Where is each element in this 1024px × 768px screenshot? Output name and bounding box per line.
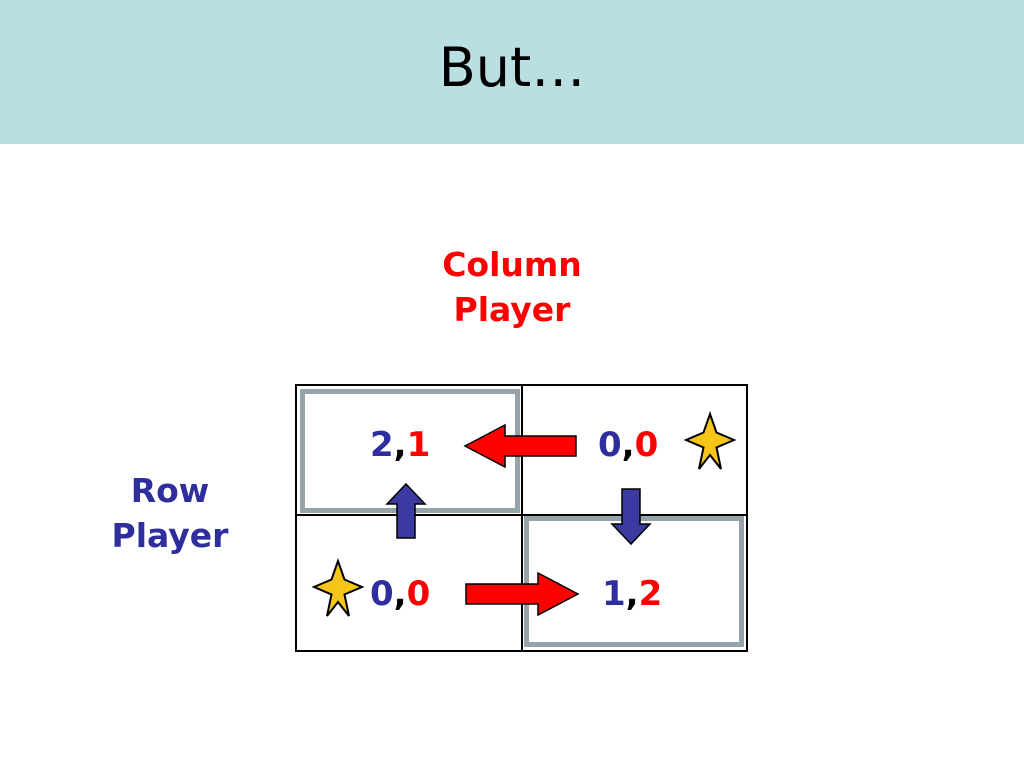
column-payoff: 0 xyxy=(406,574,431,614)
cell-payoff-top-right: 0,0 xyxy=(598,425,658,465)
row-payoff: 0 xyxy=(598,425,622,465)
column-player-label-line-2: Player xyxy=(453,290,571,329)
arrow-left-red-icon xyxy=(463,423,577,469)
arrow-right-red-icon xyxy=(465,571,580,617)
column-player-label: Column Player xyxy=(412,242,612,332)
row-payoff: 0 xyxy=(370,574,394,614)
arrow-down-blue-icon xyxy=(610,488,652,546)
column-payoff: 0 xyxy=(634,425,659,465)
row-payoff: 2 xyxy=(370,425,394,465)
row-player-label: Row Player xyxy=(90,468,250,558)
cell-payoff-bottom-right: 1,2 xyxy=(602,574,662,614)
equilibrium-star-icon xyxy=(683,410,737,470)
matrix-horizontal-divider xyxy=(295,514,748,516)
payoff-separator: , xyxy=(393,574,407,614)
slide-title: But… xyxy=(438,36,586,99)
equilibrium-star-icon xyxy=(311,557,365,617)
column-player-label-line-1: Column xyxy=(442,245,582,284)
arrow-up-blue-icon xyxy=(385,482,427,539)
cell-payoff-bottom-left: 0,0 xyxy=(370,574,430,614)
payoff-separator: , xyxy=(393,425,407,465)
row-player-label-line-2: Player xyxy=(111,516,229,555)
column-payoff: 1 xyxy=(406,425,431,465)
payoff-separator: , xyxy=(625,574,639,614)
matrix-vertical-divider xyxy=(521,384,523,652)
payoff-separator: , xyxy=(621,425,635,465)
row-player-label-line-1: Row xyxy=(130,471,210,510)
column-payoff: 2 xyxy=(638,574,663,614)
cell-payoff-top-left: 2,1 xyxy=(370,425,430,465)
title-bar xyxy=(0,0,1024,144)
row-payoff: 1 xyxy=(602,574,626,614)
